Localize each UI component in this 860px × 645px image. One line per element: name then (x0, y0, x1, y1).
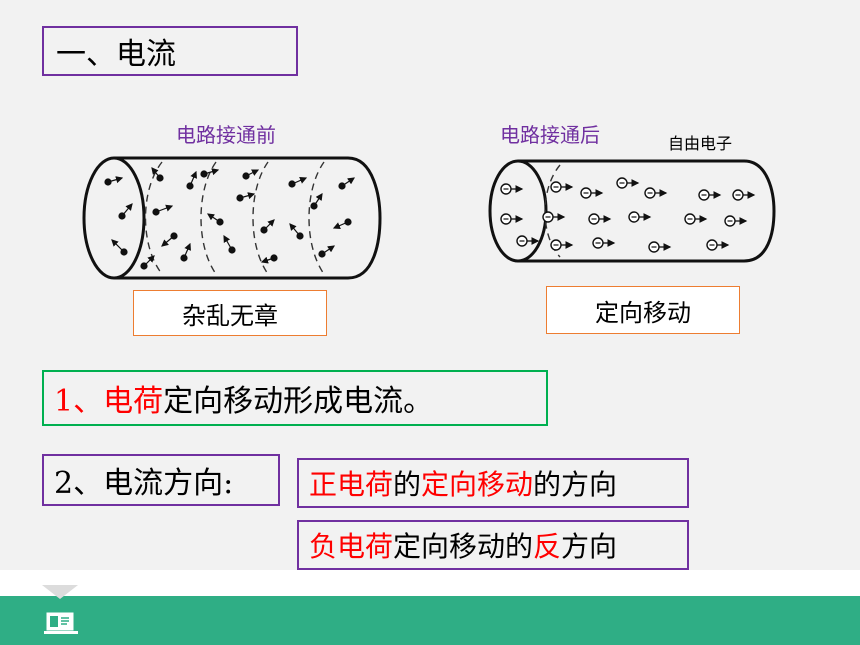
chaotic-motion-label: 杂乱无章 (133, 290, 327, 336)
positive-suffix: 的方向 (533, 468, 618, 501)
random-electrons (104, 167, 355, 270)
positive-charge-direction: 正电荷的定向移动的方向 (297, 458, 689, 508)
definition-box: 1、电荷定向移动形成电流。 (42, 370, 548, 426)
chaotic-motion-text: 杂乱无章 (182, 301, 278, 330)
directed-motion-label: 定向移动 (546, 286, 740, 334)
cylinder-shape (488, 159, 776, 263)
footer-tab-marker (42, 585, 78, 599)
footer-bar (0, 596, 860, 645)
positive-charge-term: 正电荷 (309, 468, 394, 501)
cylinder-shape (82, 156, 382, 280)
definition-term: 电荷 (103, 384, 164, 419)
positive-directed-motion: 定向移动 (421, 468, 534, 501)
direction-heading: 2、电流方向: (54, 466, 234, 501)
direction-heading-box: 2、电流方向: (42, 454, 280, 506)
presentation-icon[interactable] (44, 612, 78, 636)
section-title: 一、电流 (42, 26, 298, 76)
negative-charge-direction: 负电荷定向移动的反方向 (297, 520, 689, 570)
directed-motion-text: 定向移动 (595, 298, 691, 327)
diagram-random-motion (82, 156, 382, 280)
caption-before-connected: 电路接通前 (176, 123, 276, 147)
diagram-directed-motion (488, 159, 776, 263)
free-electron-label: 自由电子 (668, 134, 733, 153)
negative-suffix: 方向 (561, 530, 618, 563)
cylinder-dashed-arcs (144, 161, 325, 275)
definition-number: 1、 (54, 384, 104, 419)
negative-middle: 定向移动的 (393, 530, 534, 563)
negative-charge-term: 负电荷 (309, 530, 394, 563)
negative-opposite: 反 (533, 530, 562, 563)
caption-after-connected: 电路接通后 (500, 123, 600, 147)
section-title-text: 一、电流 (56, 37, 176, 72)
definition-text: 定向移动形成电流。 (163, 384, 434, 419)
positive-connector: 的 (393, 468, 422, 501)
